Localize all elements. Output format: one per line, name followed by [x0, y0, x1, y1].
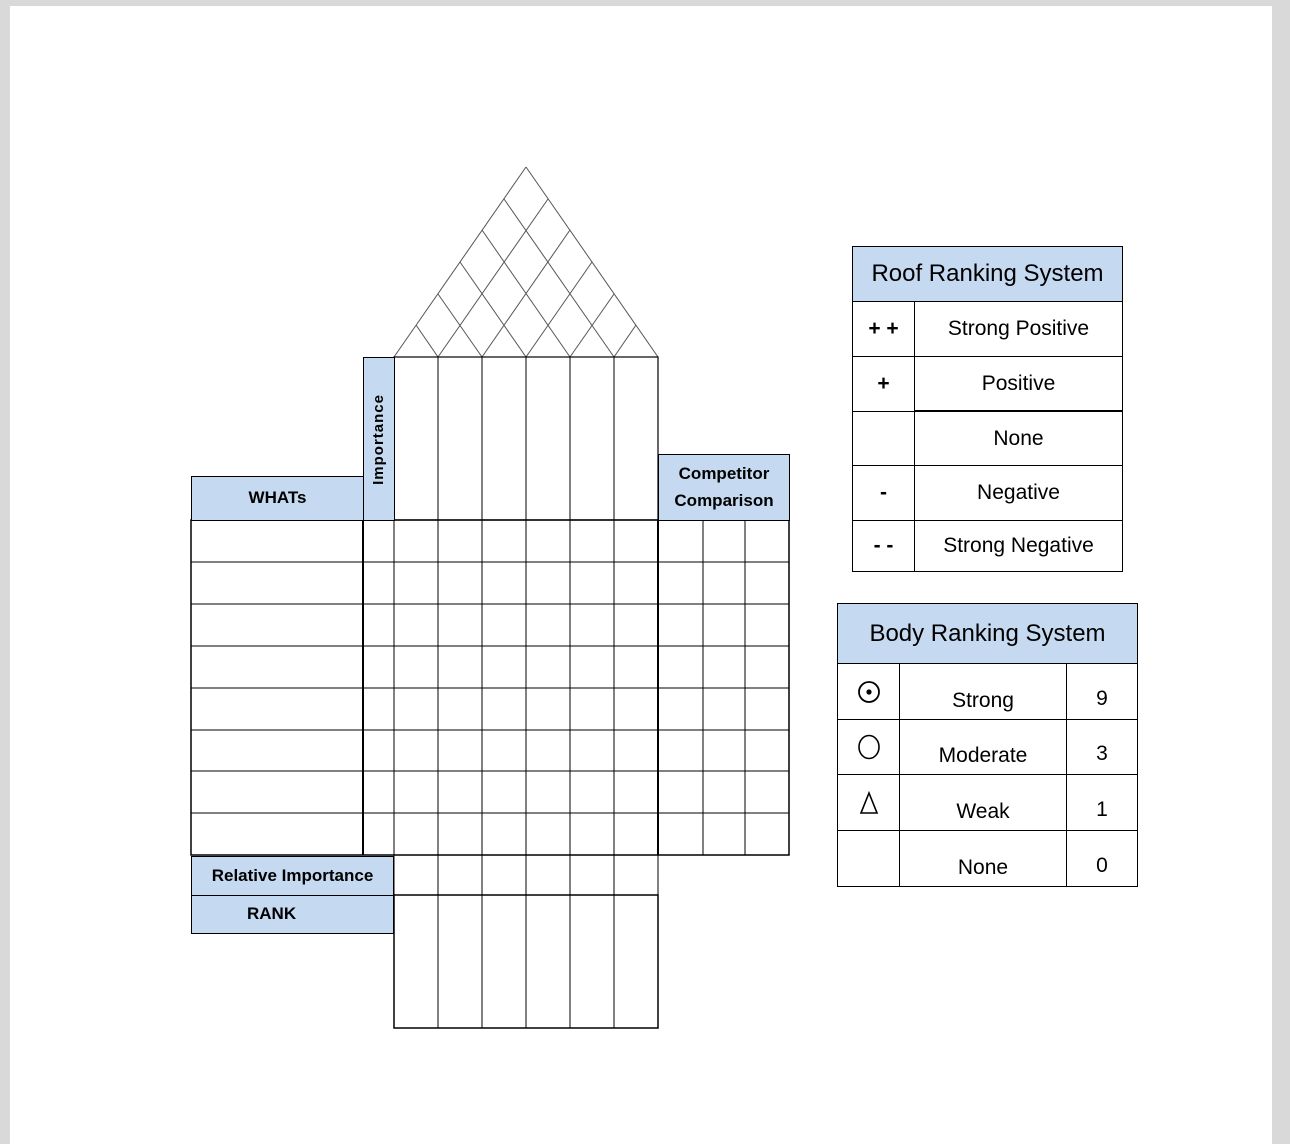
body-label-strong: Strong: [899, 663, 1067, 720]
body-label-none: None: [899, 830, 1067, 887]
body-value-weak: 1: [1066, 774, 1138, 831]
body-value-moderate: 3: [1066, 719, 1138, 775]
body-label-text: None: [957, 855, 1009, 879]
body-label-text: Moderate: [938, 744, 1028, 767]
roof-symbol-text: - -: [873, 534, 894, 557]
rank-header: RANK: [191, 895, 394, 934]
body-label-moderate: Moderate: [899, 719, 1067, 775]
roof-lattice: [393, 166, 659, 358]
body-value-text: 0: [1096, 853, 1108, 877]
roof-symbol-strong-positive: + +: [852, 301, 915, 357]
relative-importance-header: Relative Importance: [191, 856, 394, 896]
roof-label-positive: Positive: [914, 356, 1123, 412]
body-value-none: 0: [1066, 830, 1138, 887]
competitor-label-line2: Comparison: [674, 490, 774, 510]
roof-label-negative: Negative: [914, 465, 1123, 521]
document-page: [10, 6, 1272, 1144]
roof-symbol-text: +: [877, 372, 890, 395]
circle-icon: [857, 734, 880, 760]
body-symbol-strong: [837, 663, 900, 720]
whats-header: WHATs: [191, 476, 364, 521]
body-symbol-none: [837, 830, 900, 887]
body-value-strong: 9: [1066, 663, 1138, 720]
roof-label-text: Negative: [977, 481, 1060, 504]
body-legend-title: Body Ranking System: [869, 619, 1106, 647]
roof-symbol-text: -: [880, 481, 887, 504]
body-label-text: Strong: [952, 688, 1014, 712]
roof-label-text: Strong Positive: [947, 317, 1090, 340]
roof-symbol-text: + +: [868, 317, 899, 340]
roof-label-text: Strong Negative: [943, 534, 1094, 557]
roof-legend-title-cell: Roof Ranking System: [852, 246, 1123, 302]
body-symbol-moderate: [837, 719, 900, 775]
roof-label-text: None: [993, 426, 1044, 450]
roof-legend-title: Roof Ranking System: [871, 260, 1104, 287]
importance-header: Importance: [363, 357, 395, 521]
competitor-label-line1: Competitor: [678, 464, 770, 484]
roof-label-strong-negative: Strong Negative: [914, 520, 1123, 572]
roof-label-strong-positive: Strong Positive: [914, 301, 1123, 357]
roof-symbol-positive: +: [852, 356, 915, 412]
triangle-icon: [859, 790, 878, 814]
relative-importance-label: Relative Importance: [211, 865, 374, 885]
competitor-comparison-header: Competitor Comparison: [658, 454, 790, 521]
whats-label: WHATs: [248, 488, 307, 508]
body-value-text: 9: [1096, 686, 1108, 710]
roof-symbol-none: [852, 411, 915, 466]
body-value-text: 1: [1096, 797, 1108, 821]
body-legend-title-cell: Body Ranking System: [837, 603, 1138, 664]
roof-symbol-strong-negative: - -: [852, 520, 915, 572]
body-symbol-weak: [837, 774, 900, 831]
roof-symbol-negative: -: [852, 465, 915, 521]
body-label-text: Weak: [956, 799, 1010, 823]
roof-label-none: None: [914, 411, 1123, 466]
circle-dot-icon: [857, 680, 880, 703]
body-value-text: 3: [1096, 742, 1108, 765]
body-label-weak: Weak: [899, 774, 1067, 831]
roof-label-text: Positive: [981, 371, 1056, 395]
importance-label: Importance: [370, 393, 388, 485]
rank-label: RANK: [247, 904, 297, 924]
